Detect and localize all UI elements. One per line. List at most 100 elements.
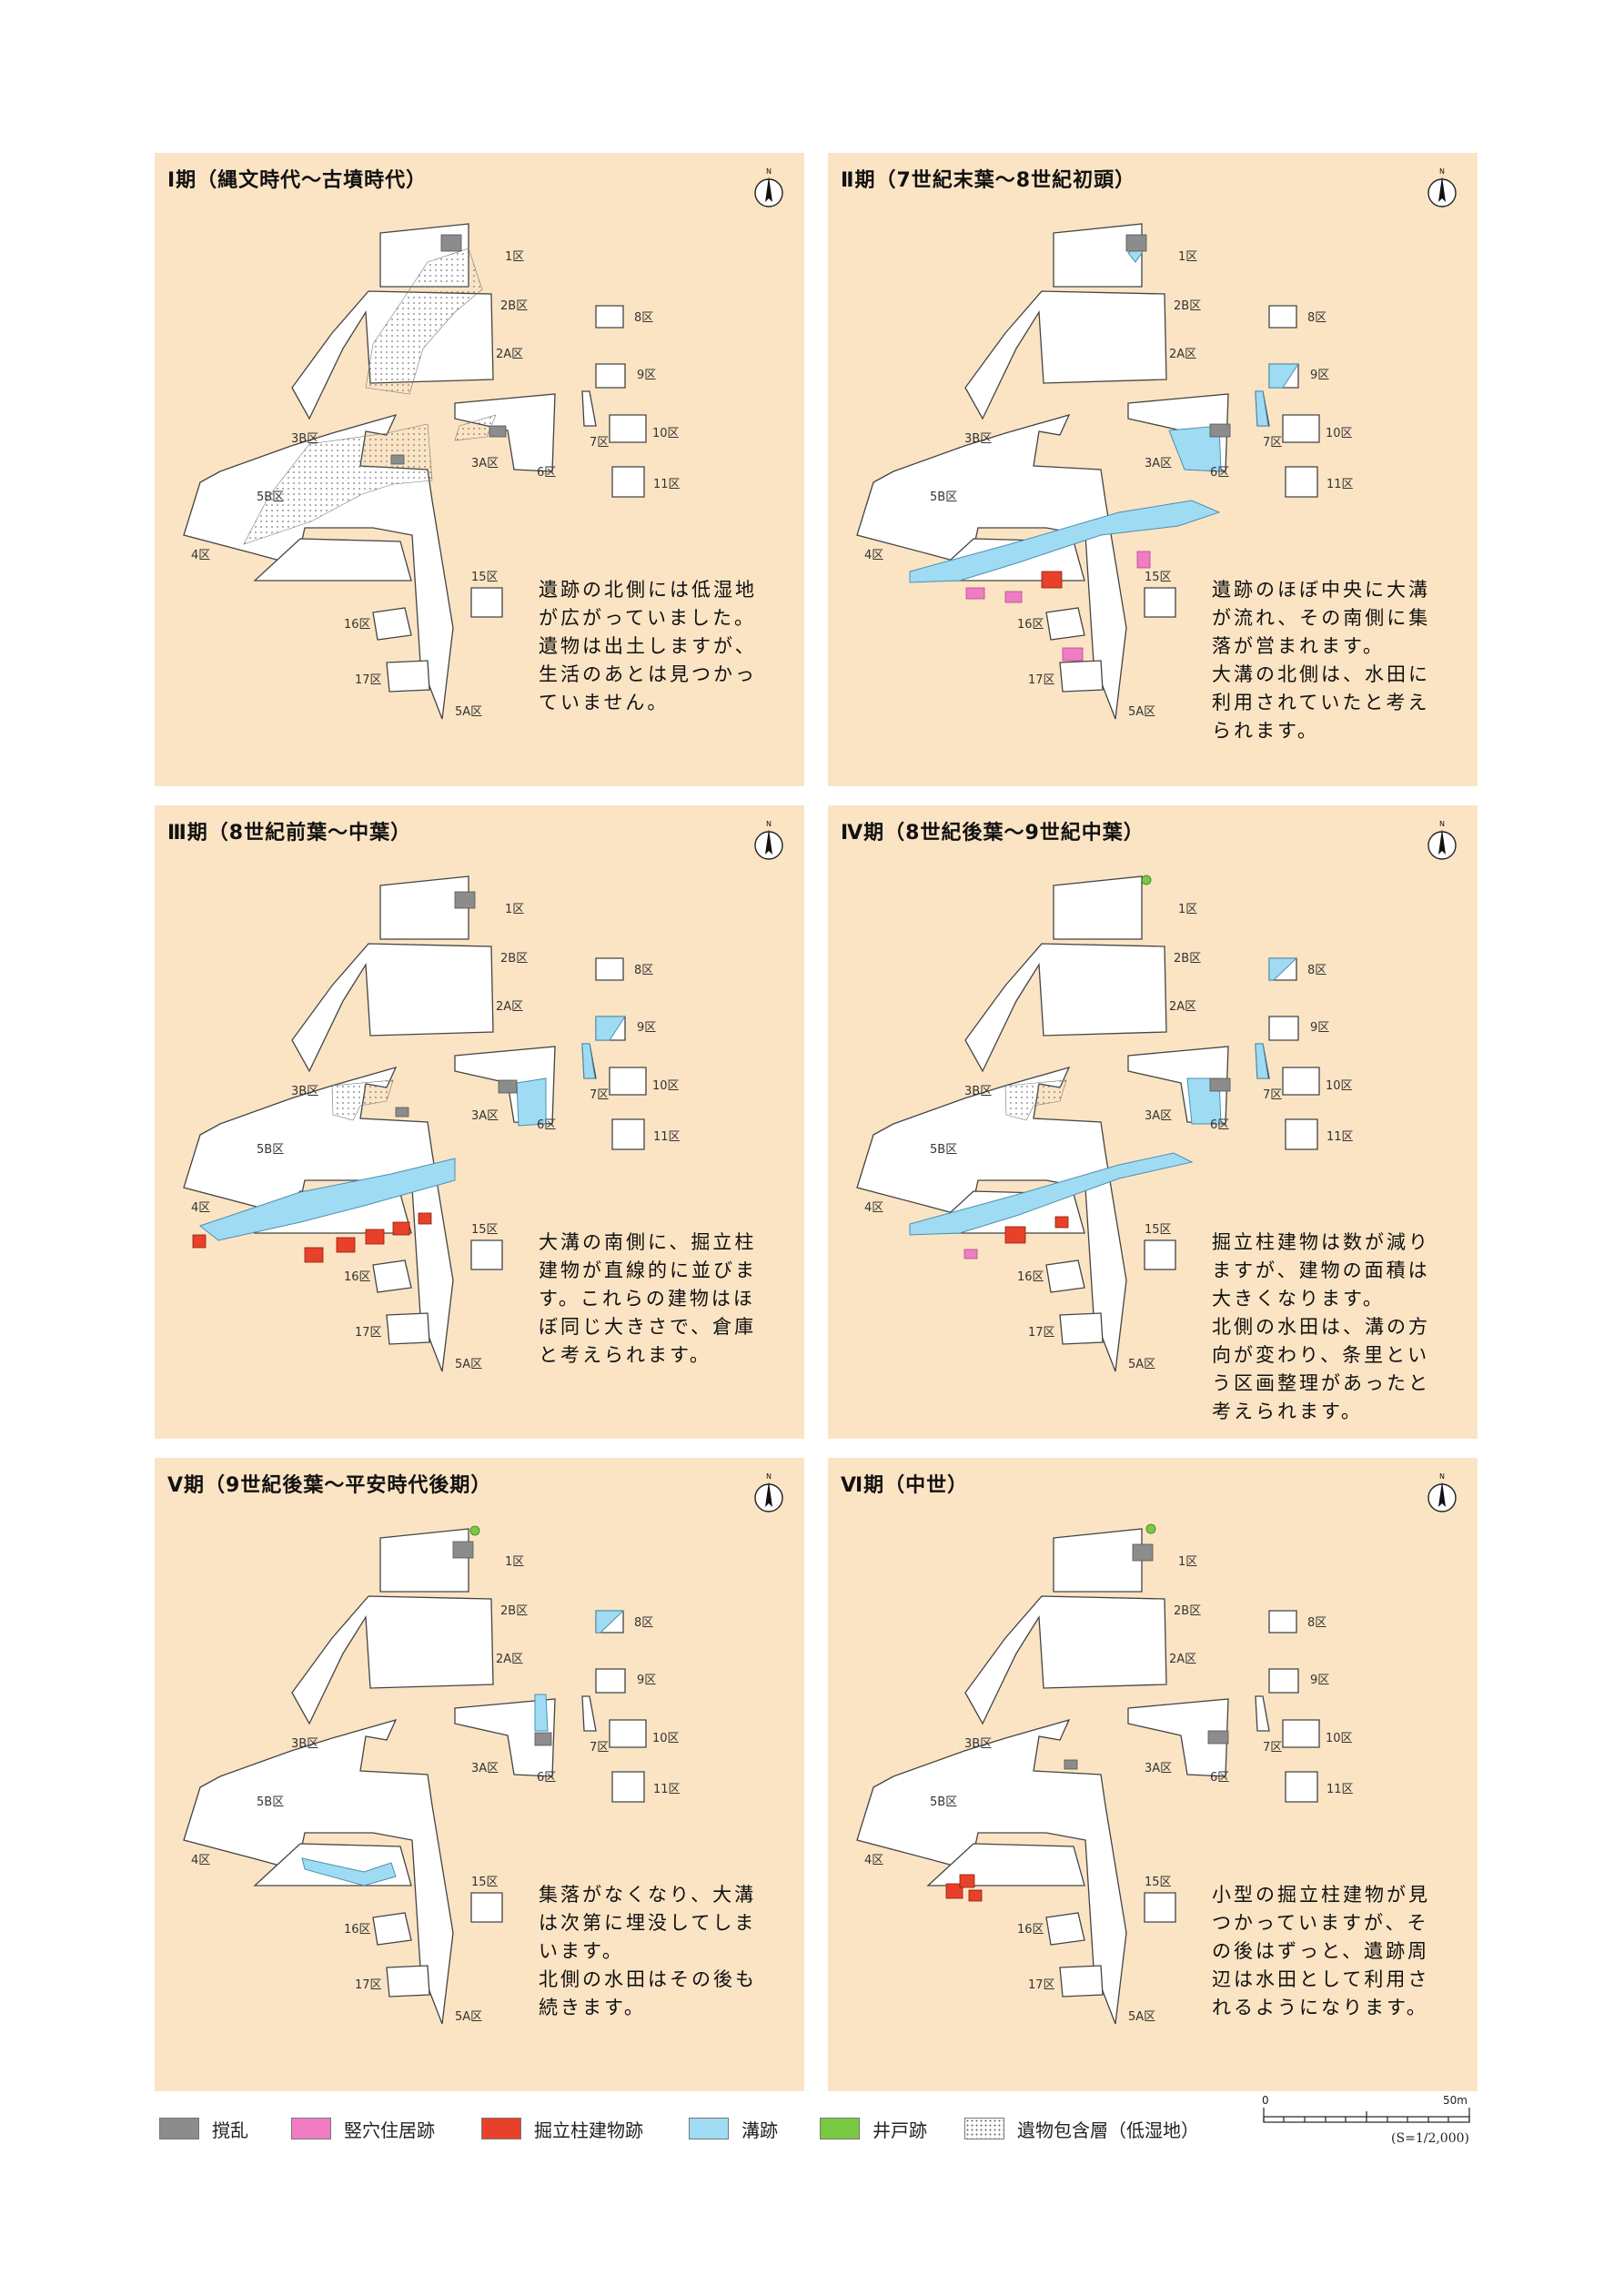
north-arrow-icon: N — [754, 1472, 783, 1512]
zone-1 — [1053, 223, 1143, 288]
zone-label: 8区 — [634, 311, 653, 325]
ditch-feature — [198, 1158, 456, 1241]
zone-16 — [372, 607, 412, 641]
pillar-building-feature — [392, 1221, 410, 1236]
zone-9 — [595, 363, 626, 389]
compass-n-label: N — [766, 820, 772, 828]
pillar-building-feature — [959, 1874, 975, 1888]
compass-needle — [765, 177, 772, 202]
zone-17 — [386, 1312, 430, 1345]
zone-10 — [1282, 1719, 1320, 1748]
zone-label: 2B区 — [1174, 299, 1201, 313]
zone-label: 8区 — [1307, 964, 1326, 977]
zone-2 — [964, 1595, 1167, 1725]
zone-2 — [291, 1595, 494, 1725]
zone-label: 4区 — [864, 549, 883, 562]
zone-label: 4区 — [191, 1201, 210, 1215]
zone-15 — [1144, 1239, 1176, 1270]
zone-label: 2B区 — [500, 299, 528, 313]
zone-label: 17区 — [1028, 673, 1055, 687]
zone-1 — [379, 875, 469, 940]
zone-7 — [581, 390, 597, 427]
zone-label: 3A区 — [1145, 1762, 1172, 1775]
zone-label: 6区 — [537, 1771, 556, 1785]
zone-label: 3A区 — [1145, 1109, 1172, 1123]
zone-11 — [1285, 1771, 1318, 1803]
pillar-building-feature — [304, 1247, 324, 1263]
description-line: の後はずっと、遺跡周 — [1212, 1940, 1430, 1962]
zone-label: 2A区 — [496, 1653, 523, 1666]
description-line: 北側の水田は、溝の方 — [1212, 1316, 1430, 1338]
zone-label: 6区 — [537, 466, 556, 480]
zone-label: 8区 — [634, 964, 653, 977]
zone-16 — [1045, 607, 1085, 641]
north-arrow-icon: N — [754, 820, 783, 860]
zone-label: 9区 — [637, 1021, 656, 1035]
zone-label: 4区 — [191, 549, 210, 562]
zone-label: 10区 — [652, 427, 680, 440]
ditch-feature — [1268, 957, 1298, 981]
north-arrow-icon: N — [1427, 820, 1457, 860]
disturbance-feature — [534, 1732, 552, 1746]
zone-label: 3B区 — [291, 432, 318, 446]
disturbance-feature — [454, 891, 476, 909]
zone-2 — [964, 943, 1167, 1073]
zone-label: 11区 — [653, 1783, 681, 1796]
legend-item-well: 井戸跡 — [820, 2117, 927, 2141]
zone-label: 5B区 — [257, 491, 284, 504]
description-line: 掘立柱建物は数が減り — [1212, 1231, 1430, 1253]
legend-item-ditch: 溝跡 — [689, 2117, 778, 2141]
zone-label: 10区 — [1326, 1732, 1353, 1745]
zone-16 — [1045, 1259, 1085, 1293]
deposit-layer-area — [331, 1079, 394, 1121]
zone-3 — [183, 1718, 454, 2025]
description-line: ていません。 — [539, 692, 670, 713]
zone-11 — [611, 1118, 645, 1150]
zone-label: 2B区 — [500, 952, 528, 966]
zone-9 — [1268, 1016, 1299, 1041]
zone-label: 10区 — [652, 1079, 680, 1093]
disturbance-feature — [395, 1107, 409, 1118]
excavation-zones — [856, 875, 1320, 1372]
features — [909, 875, 1298, 1259]
legend-swatch — [481, 2118, 521, 2139]
disturbance-feature — [452, 1541, 474, 1559]
zone-label: 9区 — [1310, 1021, 1329, 1035]
legend-item-pit-dwelling: 竪穴住居跡 — [291, 2117, 435, 2141]
features — [243, 234, 507, 545]
zone-15 — [470, 1239, 503, 1270]
description-line: 利用されていたと考え — [1212, 692, 1430, 713]
legend-label: 井戸跡 — [873, 2119, 927, 2141]
zone-label: 7区 — [590, 1088, 609, 1102]
excavation-zones — [183, 1528, 647, 2025]
zone-label: 6区 — [537, 1118, 556, 1132]
zone-17 — [1059, 1965, 1104, 1998]
legend-item-deposit-layer: 遺物包含層（低湿地） — [964, 2117, 1199, 2141]
panel-title: Ⅰ期（縄文時代〜古墳時代） — [167, 169, 428, 192]
zone-10 — [1282, 414, 1320, 443]
excavation-zones — [856, 223, 1320, 720]
zone-4-band — [253, 538, 412, 582]
zone-17 — [386, 660, 430, 693]
zone-15 — [470, 1892, 503, 1923]
zone-9 — [1268, 1668, 1299, 1694]
zone-label: 2B区 — [1174, 1604, 1201, 1618]
pillar-building-feature — [336, 1237, 356, 1253]
legend-item-pillar-building: 掘立柱建物跡 — [481, 2117, 643, 2141]
zone-label: 10区 — [652, 1732, 680, 1745]
description-line: られます。 — [1212, 720, 1319, 742]
zone-label: 17区 — [355, 1326, 382, 1340]
zone-label: 2B区 — [500, 1604, 528, 1618]
zone-label: 3B区 — [964, 432, 992, 446]
zone-label: 5A区 — [455, 2010, 482, 2024]
pillar-building-feature — [1004, 1226, 1026, 1244]
description-line: 向が変わり、条里とい — [1212, 1344, 1430, 1366]
compass-needle — [1438, 829, 1446, 855]
scale-zero-label: 0 — [1262, 2094, 1269, 2107]
zone-9 — [595, 1668, 626, 1694]
